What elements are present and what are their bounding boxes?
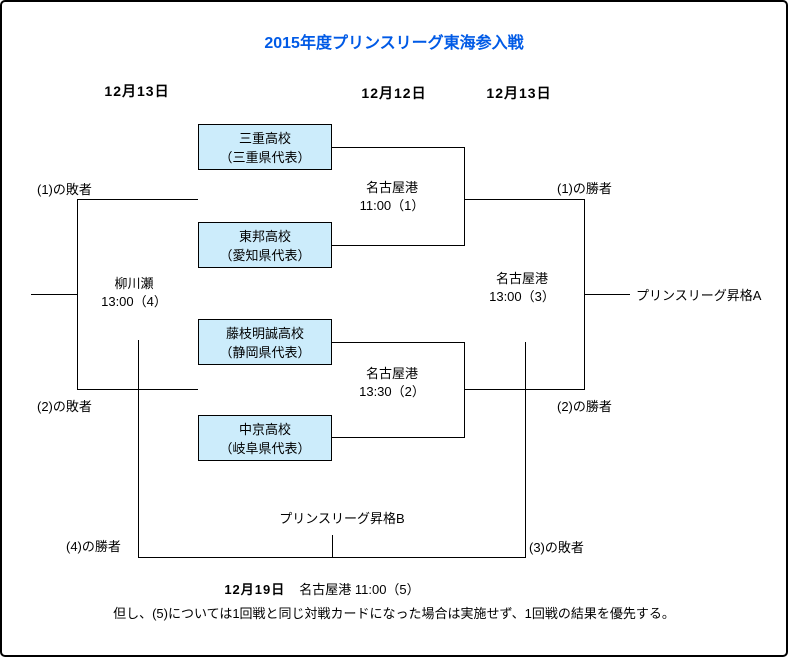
bracket-line-match3-output [584, 294, 630, 295]
team-name: 藤枝明誠高校 [225, 326, 304, 341]
team-name: 中京高校 [238, 422, 291, 437]
bracket-line-match5-left-drop [138, 340, 139, 558]
bracket-line-match5-right-drop [525, 342, 526, 558]
footnote: 但し、(5)については1回戦と同じ対戦カードになった場合は実施せず、1回戦の結果… [113, 606, 675, 621]
label-winner-of-1: (1)の勝者 [557, 181, 612, 196]
match-time: 13:00（3） [489, 289, 555, 304]
label-loser-of-2: (2)の敗者 [37, 399, 92, 414]
bracket-line-match5-base [138, 557, 526, 558]
team-region: （愛知県代表） [219, 248, 311, 263]
date-header-center: 12月12日 [361, 85, 427, 101]
bracket-line-match1-loser [77, 199, 198, 200]
match-venue: 名古屋港 [365, 180, 418, 195]
bracket-line-toho-connector [332, 245, 464, 246]
match-venue: 名古屋港 [495, 271, 548, 286]
page-title: 2015年度プリンスリーグ東海参入戦 [264, 35, 524, 52]
bracket-line-match4-output [31, 294, 78, 295]
match-time: 13:30（2） [359, 384, 425, 399]
bracket-line-mie-connector [332, 147, 464, 148]
label-winner-of-4: (4)の勝者 [66, 539, 121, 554]
bracket-line-match2-join [464, 342, 465, 438]
match5-info: 12月19日名古屋港 11:00（5） [122, 579, 522, 598]
team-box-toho: 東邦高校 （愛知県代表） [198, 222, 332, 268]
match5-date: 12月19日 [224, 582, 286, 597]
team-name: 東邦高校 [238, 229, 291, 244]
label-promotion-a: プリンスリーグ昇格A [636, 288, 762, 303]
bracket-line-match2-winner [464, 389, 585, 390]
label-loser-of-3: (3)の敗者 [529, 540, 584, 555]
team-region: （岐阜県代表） [219, 441, 311, 456]
team-box-fujieda-meisei: 藤枝明誠高校 （静岡県代表） [198, 319, 332, 365]
match1-info: 名古屋港 11:00（1） [332, 179, 452, 215]
match-time: 11:00（1） [359, 198, 425, 213]
team-name: 三重高校 [238, 131, 291, 146]
match-venue: 柳川瀬 [114, 276, 154, 291]
match5-details: 名古屋港 11:00（5） [299, 582, 420, 597]
bracket-line-match1-join [464, 147, 465, 246]
label-winner-of-2: (2)の勝者 [557, 399, 612, 414]
bracket-line-match2-loser [77, 389, 198, 390]
team-box-chukyo: 中京高校 （岐阜県代表） [198, 415, 332, 461]
label-loser-of-1: (1)の敗者 [37, 182, 92, 197]
team-region: （三重県代表） [219, 150, 311, 165]
match-venue: 名古屋港 [365, 366, 418, 381]
team-box-mie: 三重高校 （三重県代表） [198, 124, 332, 170]
bracket-line-fujieda-connector [332, 342, 464, 343]
bracket-line-promotion-b-connector [332, 535, 333, 557]
match-time: 13:00（4） [101, 294, 167, 309]
date-header-right: 12月13日 [486, 85, 552, 101]
label-promotion-b: プリンスリーグ昇格B [279, 511, 405, 526]
team-region: （静岡県代表） [219, 345, 311, 360]
match4-info: 柳川瀬 13:00（4） [74, 275, 194, 311]
bracket-line-match1-winner [464, 199, 585, 200]
bracket-line-chukyo-connector [332, 437, 464, 438]
date-header-left: 12月13日 [104, 83, 170, 99]
match3-info: 名古屋港 13:00（3） [462, 270, 582, 306]
match2-info: 名古屋港 13:30（2） [332, 365, 452, 401]
